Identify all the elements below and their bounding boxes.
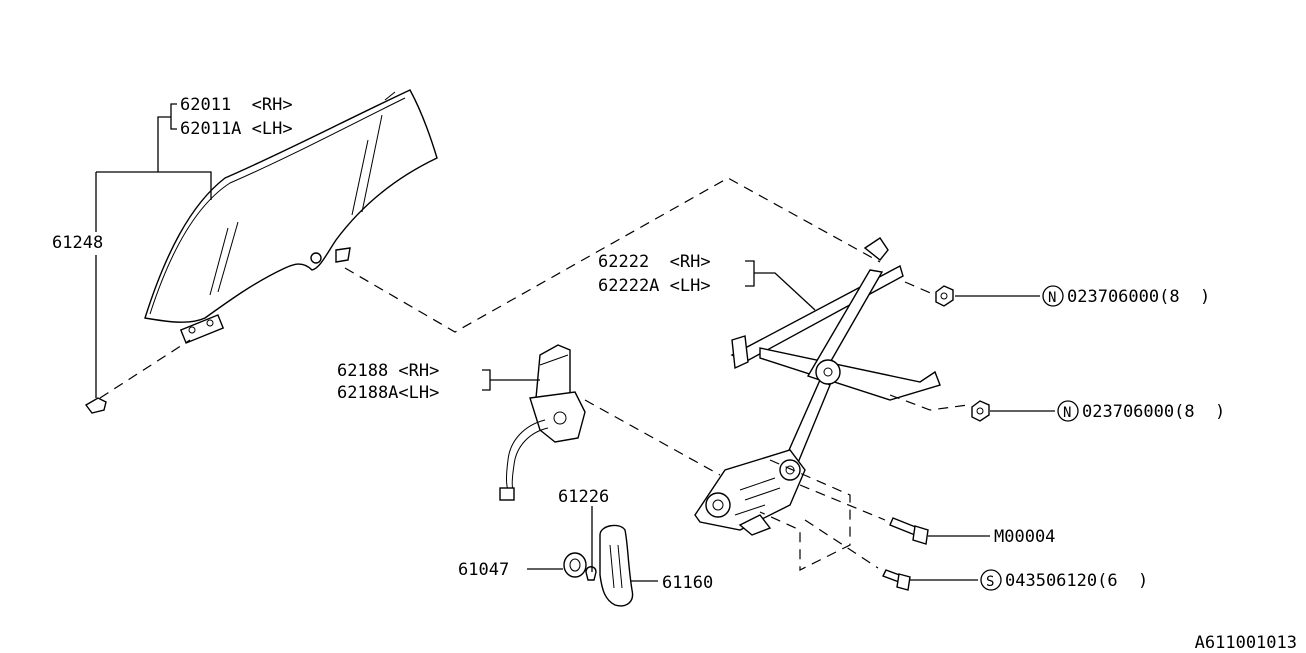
- nut-lower-code: N: [1063, 405, 1071, 421]
- screw: [882, 569, 911, 591]
- nut-lower-code-circle: [1057, 400, 1079, 422]
- nut-upper-code-circle: [1042, 285, 1064, 307]
- handle-clip: [585, 566, 597, 581]
- bolt: [889, 517, 929, 545]
- label-glass-rh: 62011 <RH>: [180, 95, 293, 115]
- label-handle: 61160: [662, 573, 713, 593]
- label-motor-lh: 62188A<LH>: [337, 383, 439, 403]
- label-nut-upper: 023706000(8 ): [1067, 287, 1210, 307]
- label-handle-clip: 61226: [558, 487, 609, 507]
- nut-upper-code: N: [1048, 290, 1056, 306]
- leader-lines: [95, 103, 1055, 582]
- diagram-id: A611001013: [1195, 633, 1297, 653]
- glass-clip: [84, 397, 107, 414]
- screw-code-circle: [980, 569, 1002, 591]
- label-regulator-rh: 62222 <RH>: [598, 252, 711, 272]
- window-regulator: [694, 237, 941, 536]
- label-handle-washer: 61047: [458, 560, 509, 580]
- window-motor: [499, 344, 586, 501]
- door-glass: [144, 89, 438, 344]
- nut-lower: [971, 400, 990, 422]
- label-nut-lower: 023706000(8 ): [1082, 402, 1225, 422]
- nut-upper: [935, 285, 954, 307]
- label-glass-clip: 61248: [52, 233, 103, 253]
- handle-washer: [563, 552, 587, 578]
- label-motor-rh: 62188 <RH>: [337, 361, 439, 381]
- screw-code: S: [986, 574, 994, 590]
- label-glass-lh: 62011A <LH>: [180, 119, 293, 139]
- dashed-guides: [99, 177, 969, 571]
- window-handle: [599, 524, 634, 607]
- label-regulator-lh: 62222A <LH>: [598, 276, 711, 296]
- label-screw: 043506120(6 ): [1005, 571, 1148, 591]
- label-bolt: M00004: [994, 527, 1055, 547]
